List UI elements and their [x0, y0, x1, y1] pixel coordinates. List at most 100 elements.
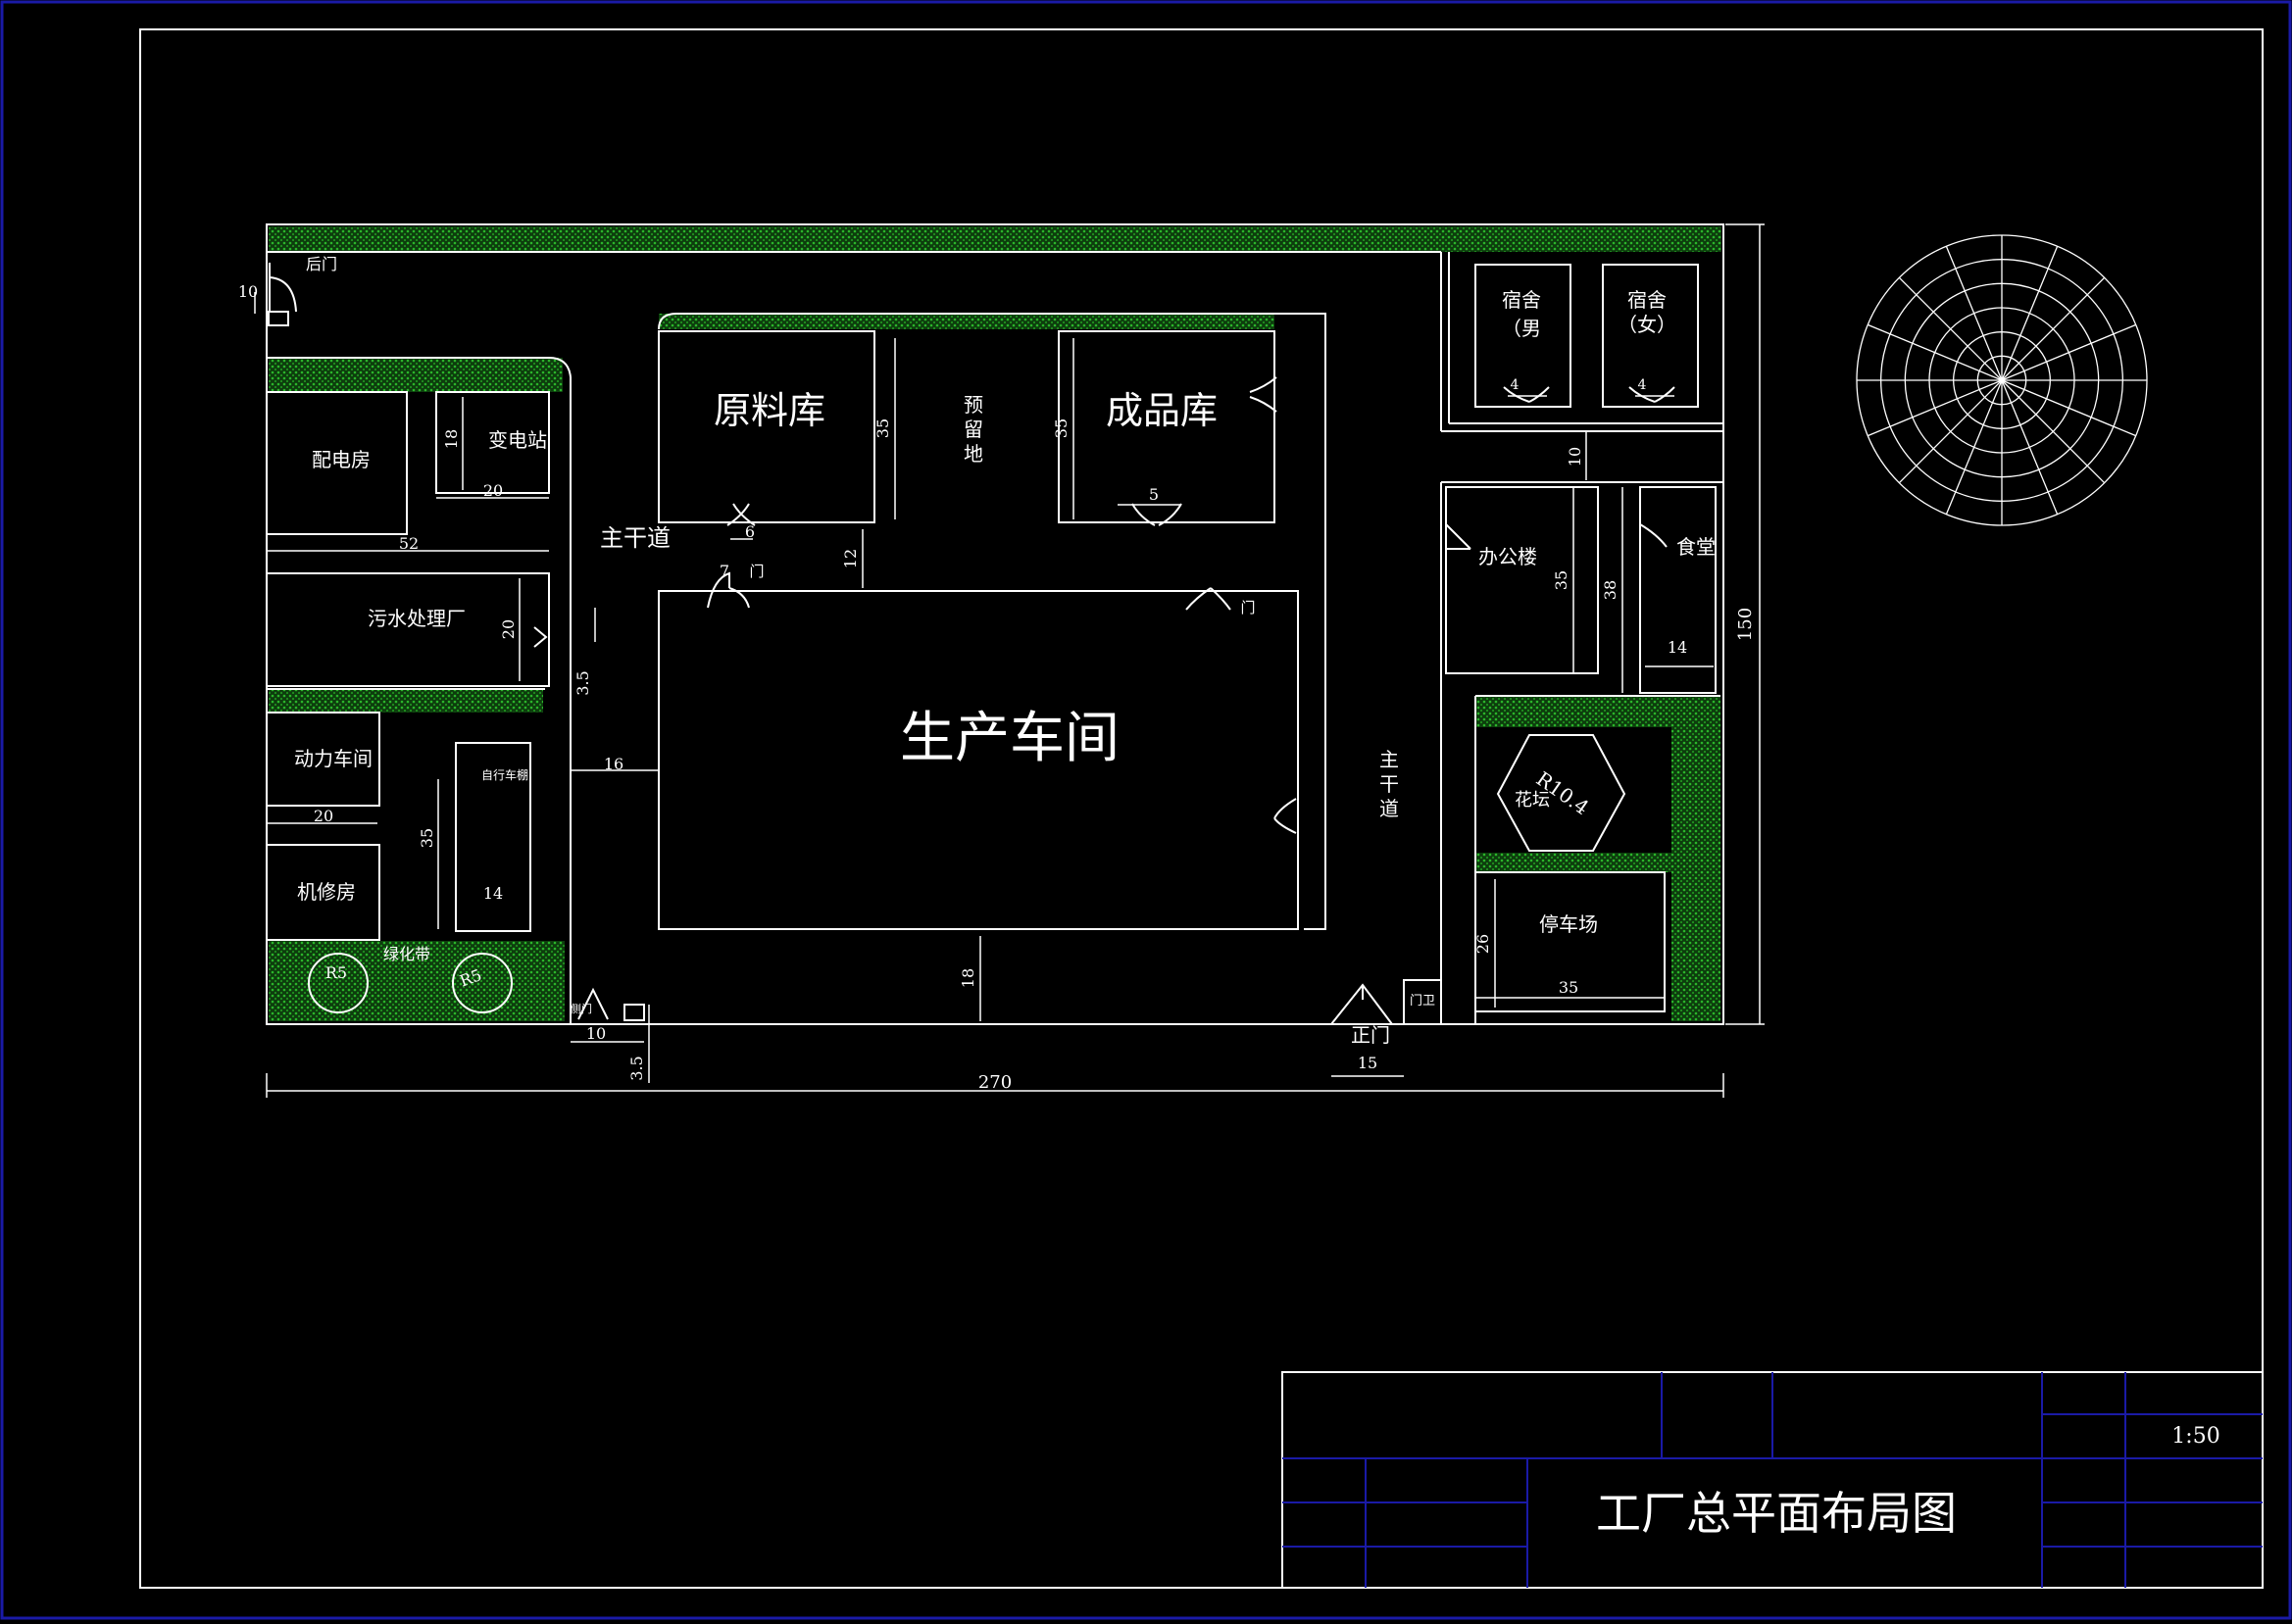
dorm-male-building	[1474, 264, 1571, 408]
compass-spoke	[2001, 379, 2106, 484]
dim-bike-shed-35: 35	[418, 828, 436, 848]
bike-shed-label: 自行车棚	[481, 767, 528, 782]
compass-spoke	[1868, 323, 2003, 381]
sewage-plant-building	[266, 572, 550, 687]
compass-spoke	[2001, 379, 2136, 437]
dim-parking-26: 26	[1473, 934, 1492, 954]
drawing-scale: 1:50	[2171, 1424, 2219, 1449]
back-gate-label: 后门	[306, 255, 337, 273]
main-road-v-label-1: 主	[1379, 748, 1399, 771]
compass-spoke	[1868, 379, 2003, 437]
compass-spoke	[2001, 379, 2059, 515]
main-road-v-label-3: 道	[1379, 797, 1399, 820]
raw-store-label: 原料库	[714, 389, 825, 432]
dorm-male-label-1: 宿舍	[1502, 288, 1541, 312]
drawing-border	[139, 28, 2264, 1589]
power-workshop-building	[266, 712, 380, 807]
dim-road-16: 16	[604, 755, 623, 773]
site-boundary	[266, 223, 1724, 1025]
dim-dorm-10: 10	[1566, 447, 1584, 467]
office-label: 办公楼	[1478, 545, 1537, 568]
dim-raw-store-35: 35	[873, 418, 892, 438]
dim-door-7: 7	[720, 562, 729, 580]
reserved-label-2: 留	[964, 418, 983, 441]
dim-dorm-female-4: 4	[1638, 377, 1647, 393]
power-room-building	[266, 391, 408, 535]
dim-parking-35: 35	[1559, 978, 1578, 997]
main-road-horizontal-label: 主干道	[600, 524, 671, 552]
canteen-label: 食堂	[1676, 535, 1716, 559]
dim-side-gate-10: 10	[586, 1024, 606, 1043]
canteen-building	[1639, 486, 1717, 694]
dim-door-6: 6	[745, 522, 755, 541]
dim-circle-r5-1: R5	[325, 963, 347, 982]
flower-bed-hexagon	[1496, 734, 1626, 852]
door-symbols	[269, 263, 1675, 1025]
door-label-2: 门	[1240, 599, 1255, 616]
door-label-1: 门	[749, 563, 764, 580]
compass-spoke	[1945, 246, 2003, 381]
compass-rose	[1856, 234, 2148, 526]
compass-spoke	[2001, 323, 2136, 381]
main-road-v-label-2: 干	[1379, 772, 1399, 796]
dimension-lines	[254, 223, 1765, 1098]
dim-office-35: 35	[1552, 570, 1570, 590]
repair-room-label: 机修房	[297, 880, 356, 904]
dim-canteen-38: 38	[1601, 580, 1619, 600]
dim-canteen-14: 14	[1668, 638, 1687, 657]
drawing-title: 工厂总平面布局图	[1596, 1487, 1957, 1540]
flower-bed-circle-1	[308, 953, 369, 1013]
compass-spoke	[2001, 246, 2059, 381]
main-gate-label: 正门	[1351, 1023, 1390, 1047]
green-areas	[269, 226, 1721, 1021]
dim-substation-20: 20	[483, 481, 503, 500]
office-building	[1445, 486, 1599, 674]
flower-bed-label: 花坛	[1515, 790, 1550, 811]
sewage-plant-label: 污水处理厂	[368, 607, 466, 630]
dim-power-workshop-20: 20	[314, 807, 333, 825]
green-belt-area	[269, 941, 565, 1021]
green-belt-label: 绿化带	[383, 945, 430, 963]
dorm-female-label-2: （女）	[1618, 313, 1676, 336]
title-block	[1281, 1371, 2264, 1589]
guard-house	[1403, 979, 1442, 1025]
dim-substation-18: 18	[442, 429, 461, 449]
guard-label: 门卫	[1410, 994, 1435, 1009]
dim-main-gate-15: 15	[1358, 1054, 1377, 1072]
substation-building	[435, 391, 550, 494]
dim-3-5-left: 3.5	[573, 670, 592, 695]
reserved-label-1: 预	[964, 393, 983, 417]
dim-door-5: 5	[1149, 485, 1159, 504]
workshop-label: 生产车间	[900, 707, 1120, 770]
finished-store-building	[1058, 330, 1275, 523]
reserved-label-3: 地	[964, 442, 983, 466]
dim-bike-shed-14: 14	[483, 884, 503, 903]
parking-lot	[1474, 871, 1666, 1012]
dim-road-18: 18	[959, 968, 977, 988]
substation-label: 变电站	[488, 428, 547, 452]
side-gate-label: 侧门	[571, 1002, 592, 1015]
dim-52: 52	[399, 534, 419, 553]
dim-3-5-bottom: 3.5	[627, 1056, 646, 1080]
flower-bed-circle-2	[452, 953, 513, 1013]
side-guard-box	[623, 1004, 645, 1021]
compass-spoke	[2001, 276, 2106, 381]
dorm-female-building	[1602, 264, 1699, 408]
power-workshop-label: 动力车间	[294, 747, 373, 770]
repair-room-building	[266, 844, 380, 941]
workshop-building	[658, 590, 1299, 930]
parking-label: 停车场	[1539, 912, 1598, 936]
back-guard-box	[268, 311, 289, 326]
bike-shed-building	[455, 742, 531, 932]
dim-road-12: 12	[841, 549, 860, 568]
dim-finished-store-35: 35	[1052, 418, 1071, 438]
dim-back-gate-10: 10	[238, 282, 258, 301]
raw-store-building	[658, 330, 875, 523]
dorm-female-label-1: 宿舍	[1627, 288, 1667, 312]
dim-total-width: 270	[978, 1072, 1012, 1093]
dim-sewage-20: 20	[499, 619, 518, 639]
compass-spoke	[1945, 379, 2003, 515]
